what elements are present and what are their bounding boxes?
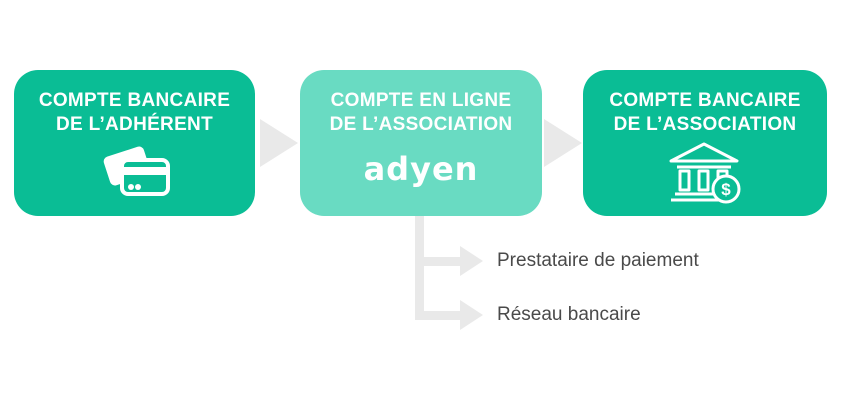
bank-icon: $ xyxy=(669,142,741,203)
title-line-1: COMPTE EN LIGNE xyxy=(330,90,512,111)
flow-arrow-icon xyxy=(544,119,582,167)
payment-provider-label: Prestataire de paiement xyxy=(497,250,699,271)
connector-branch-bank-network xyxy=(415,311,460,320)
online-account-box: COMPTE EN LIGNE DE L’ASSOCIATION adyen xyxy=(300,70,542,216)
online-account-media: adyen xyxy=(300,137,542,216)
connector-branch-payment-provider xyxy=(415,257,460,266)
online-account-title: COMPTE EN LIGNE DE L’ASSOCIATION xyxy=(330,89,513,137)
bank-network-label: Réseau bancaire xyxy=(497,304,641,325)
title-line-2: DE L’ADHÉRENT xyxy=(56,114,213,135)
association-bank-account-box: COMPTE BANCAIRE DE L’ASSOCIATION $ xyxy=(583,70,827,216)
adyen-logo: adyen xyxy=(363,149,479,188)
title-line-1: COMPTE BANCAIRE xyxy=(609,90,801,111)
association-bank-media: $ xyxy=(583,137,827,216)
connector-stem xyxy=(415,216,424,320)
member-bank-account-title: COMPTE BANCAIRE DE L’ADHÉRENT xyxy=(39,89,230,137)
dollar-symbol: $ xyxy=(721,180,731,199)
credit-card-icon xyxy=(103,146,170,196)
branch-arrow-icon xyxy=(460,300,483,330)
branch-arrow-icon xyxy=(460,246,483,276)
flow-arrow-icon xyxy=(260,119,298,167)
association-bank-account-title: COMPTE BANCAIRE DE L’ASSOCIATION xyxy=(609,89,800,137)
title-line-2: DE L’ASSOCIATION xyxy=(613,114,797,135)
title-line-1: COMPTE BANCAIRE xyxy=(38,90,231,111)
member-bank-media xyxy=(14,137,255,216)
title-line-2: DE L’ASSOCIATION xyxy=(329,114,513,135)
member-bank-account-box: COMPTE BANCAIRE DE L’ADHÉRENT xyxy=(14,70,255,216)
